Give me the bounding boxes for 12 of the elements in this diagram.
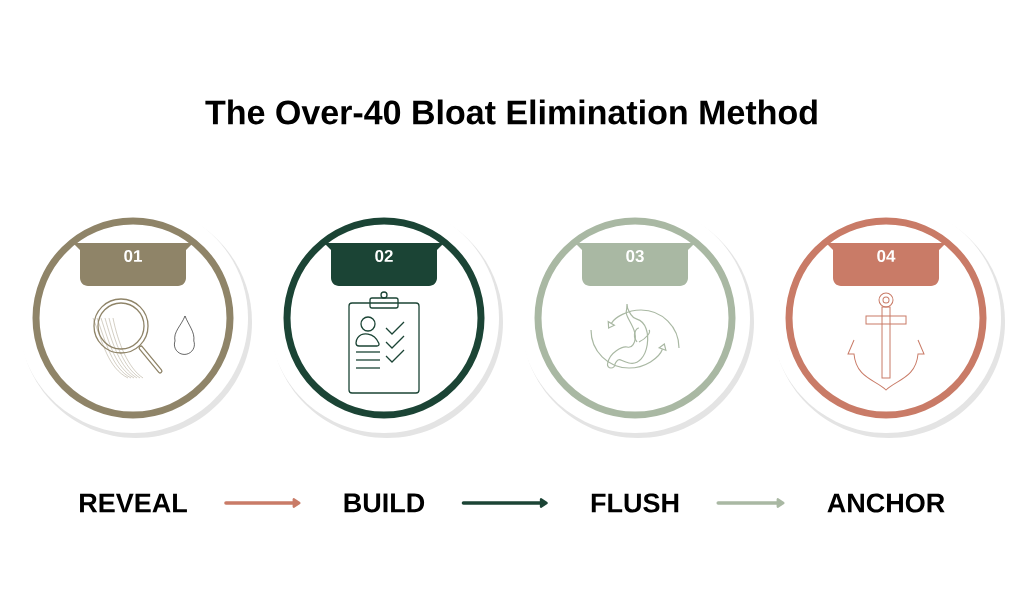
step-label: ANCHOR bbox=[827, 493, 945, 513]
step-badge: 03 bbox=[520, 203, 754, 438]
step-label: REVEAL bbox=[80, 493, 187, 513]
arrow bbox=[461, 498, 548, 508]
step-badge: 02 bbox=[269, 203, 503, 438]
step-badge: 01 bbox=[18, 203, 252, 438]
step-badge: 04 bbox=[771, 203, 1005, 438]
arrow bbox=[224, 498, 301, 508]
title: The Over-40 Bloat Elimination Method bbox=[205, 99, 817, 125]
step-label: FLUSH bbox=[591, 493, 679, 513]
step-label: BUILD bbox=[344, 493, 425, 513]
arrow bbox=[716, 498, 785, 508]
